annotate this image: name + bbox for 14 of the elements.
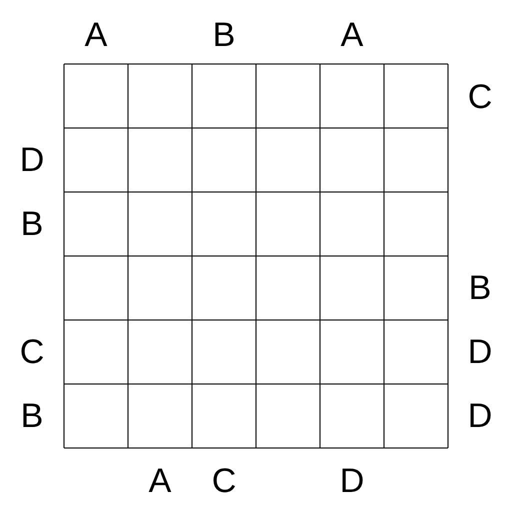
clue-letter: D bbox=[340, 464, 364, 498]
clue-letter: D bbox=[468, 335, 492, 369]
clue-letter: C bbox=[468, 80, 492, 114]
clue-letter: C bbox=[20, 335, 44, 369]
clue-letter: B bbox=[212, 18, 236, 52]
clue-letter: B bbox=[20, 207, 44, 241]
clue-letter: B bbox=[20, 399, 44, 433]
clue-letter: A bbox=[340, 18, 364, 52]
clue-letter: A bbox=[84, 18, 108, 52]
clue-letter: D bbox=[468, 399, 492, 433]
clue-letter: C bbox=[212, 464, 236, 498]
clue-letter: D bbox=[20, 143, 44, 177]
clue-letter: B bbox=[468, 271, 492, 305]
clue-letter: A bbox=[148, 464, 172, 498]
